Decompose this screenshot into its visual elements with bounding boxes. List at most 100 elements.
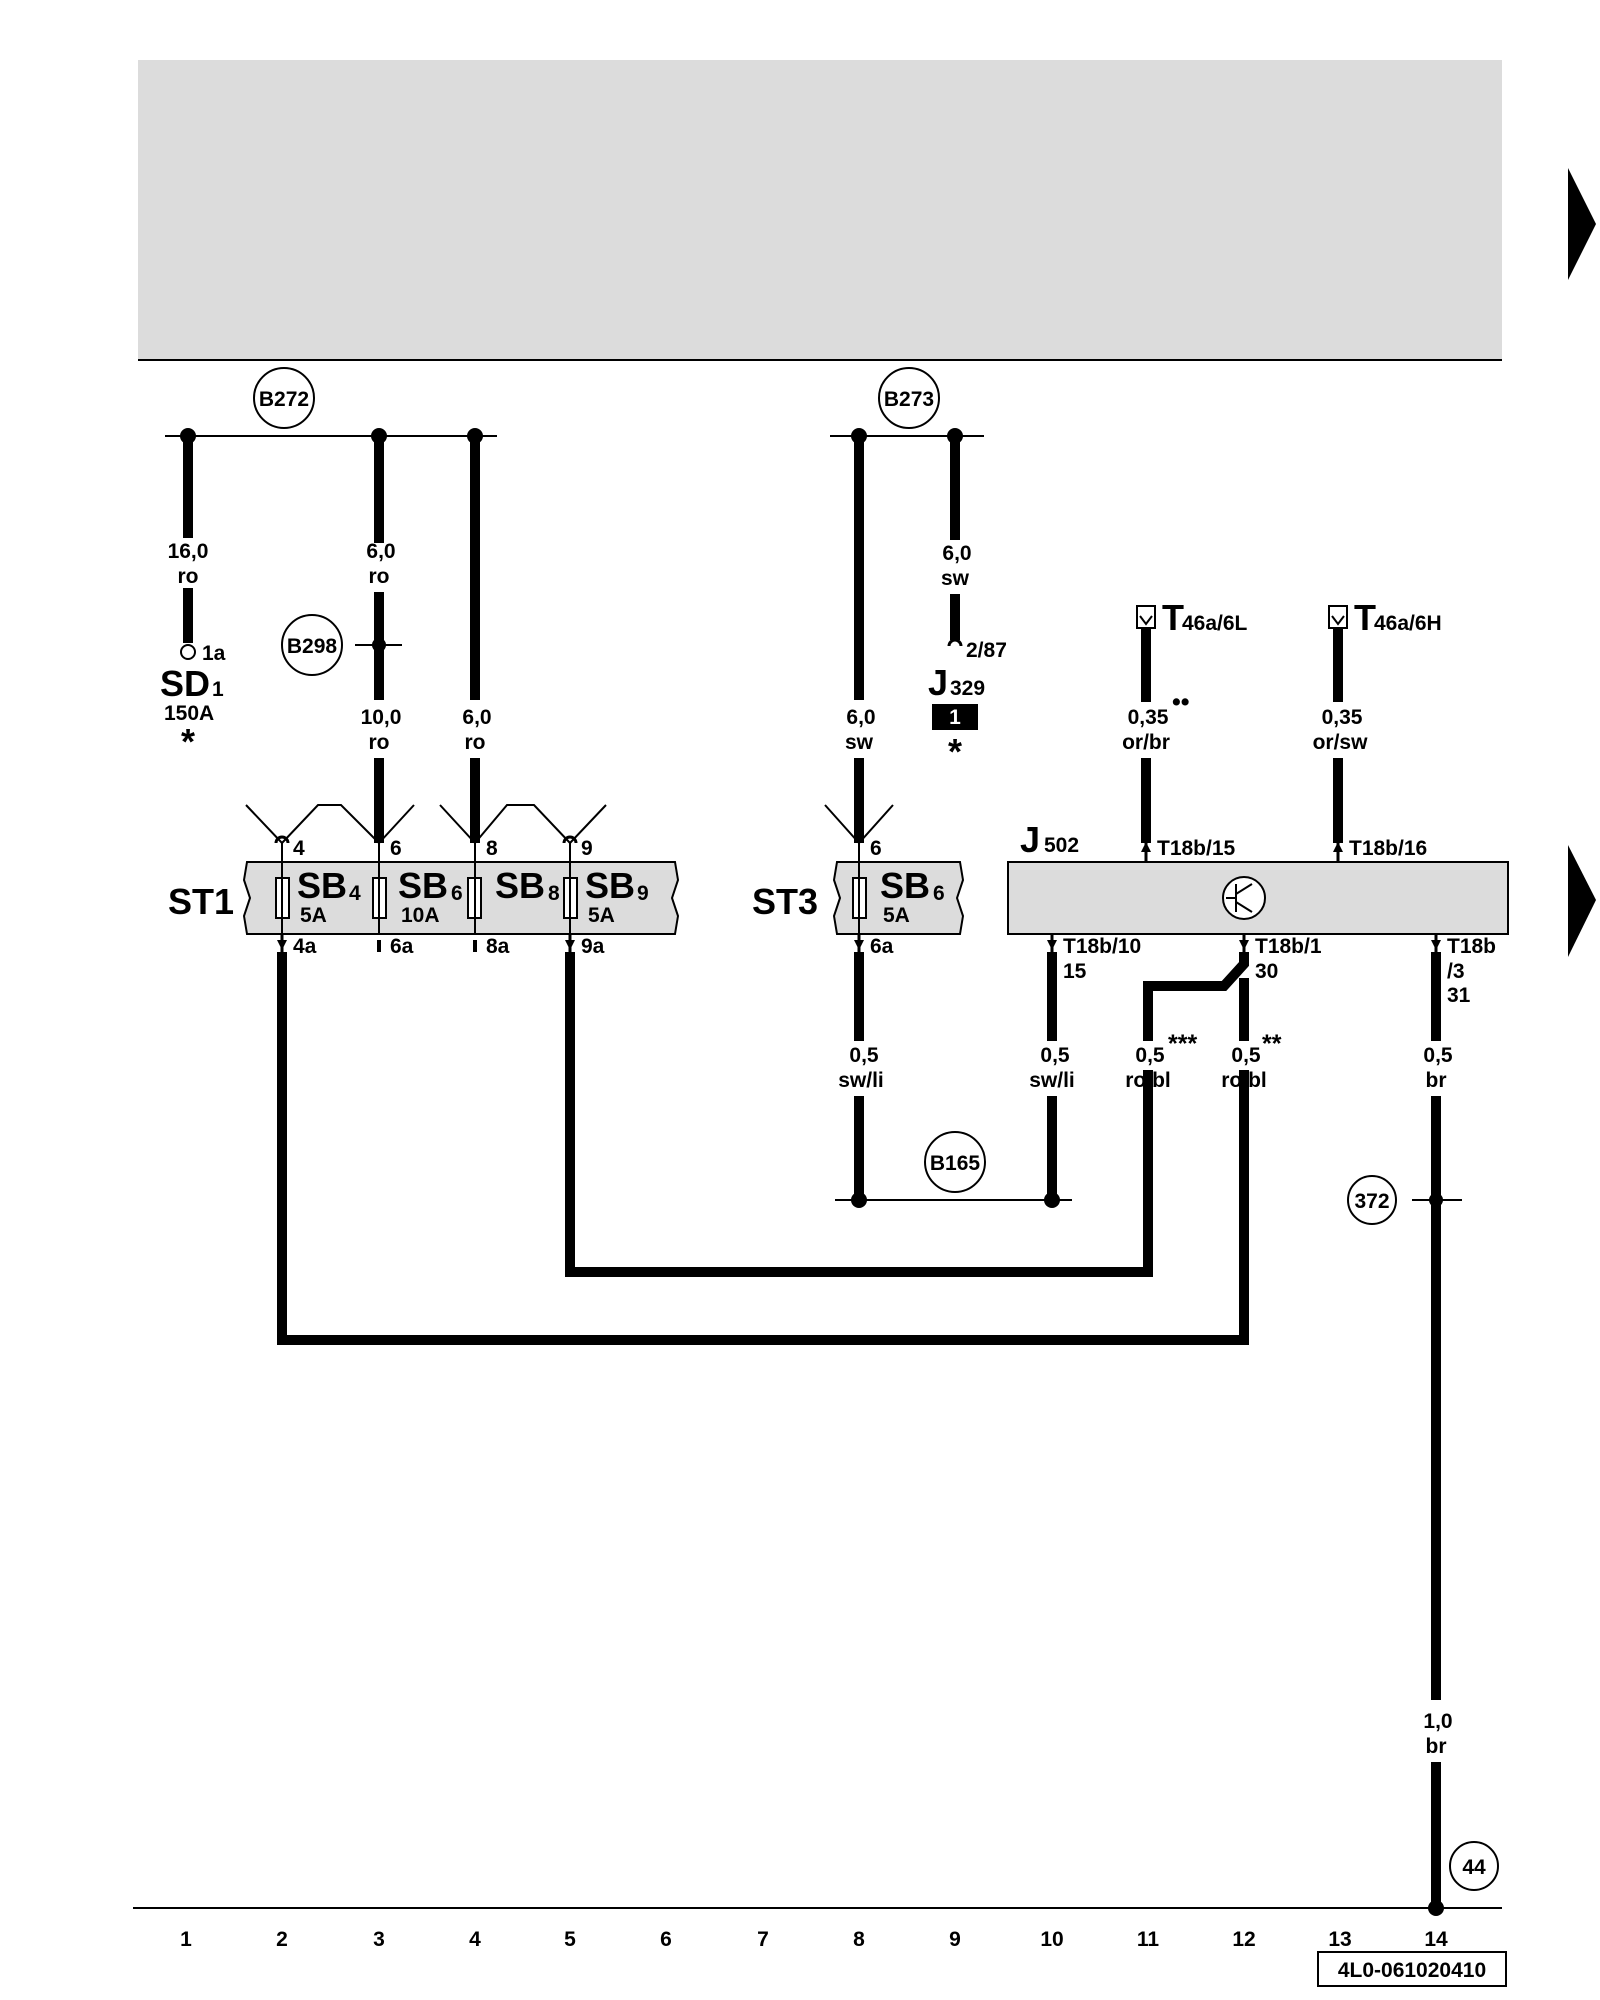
sb6-st3-name: SB: [880, 865, 930, 906]
wire-size-col4: 6,0: [462, 706, 491, 729]
column-number-14: 14: [1424, 1928, 1448, 1951]
st1-connector-arms: [245, 804, 415, 845]
j502-pin-15-arrow: [1141, 842, 1151, 852]
st3-pin-6-label: 6: [870, 837, 882, 860]
wire-4a-to-j502-30: [277, 952, 1249, 1345]
node-b165-8: [851, 1192, 867, 1208]
wire-size-col11-top: 0,35: [1128, 706, 1169, 729]
pin-t18b-1: T18b/1: [1255, 935, 1322, 958]
pin-6a-label: 6a: [390, 935, 414, 958]
wire-color-col11-top: or/br: [1122, 731, 1170, 754]
st1-pin-4a-arrow: [277, 940, 287, 950]
sd1-pin: 1a: [202, 642, 226, 665]
column-number-5: 5: [564, 1928, 576, 1951]
sd1-rating: 150A: [164, 702, 214, 725]
pin-9-label: 9: [581, 837, 593, 860]
wire-color-col14-top: br: [1426, 1069, 1447, 1092]
j502-pin-16-arrow: [1333, 842, 1343, 852]
column-number-11: 11: [1137, 1928, 1160, 1951]
column-number-6: 6: [660, 1928, 672, 1951]
connection-44-circle: [1449, 1841, 1499, 1891]
column-number-9: 9: [949, 1928, 961, 1951]
j502-name: J: [1020, 819, 1040, 860]
st1-pin-4-top: [274, 835, 290, 844]
j502-transistor-e: [1235, 901, 1253, 913]
j329-pin: 2/87: [966, 639, 1007, 662]
sb6-st3-rating: 5A: [883, 904, 910, 927]
wire-size-col8-top: 6,0: [846, 706, 875, 729]
t46a-6h-name: T: [1354, 597, 1376, 638]
column-number-7: 7: [757, 1928, 769, 1951]
t46a-6l-sub: 46a/6L: [1182, 612, 1248, 635]
doc-id-box: [1317, 1951, 1507, 1987]
st1-label: ST1: [168, 881, 234, 922]
wire-label-bg-col1: [160, 538, 216, 588]
header-band: [138, 60, 1502, 360]
wire-size-col1: 16,0: [168, 540, 209, 563]
wire-col11-jog: [1143, 952, 1249, 1041]
wire-color-col11-bottom: ro/bl: [1125, 1069, 1171, 1092]
wire-color-col8-top: sw: [845, 731, 874, 754]
doc-id: 4L0-061020410: [1338, 1959, 1486, 1982]
j502-transistor-c: [1235, 883, 1253, 895]
pin-4a-label: 4a: [293, 935, 317, 958]
continue-arrow-top[interactable]: [1568, 168, 1596, 280]
wire-color-col10: sw/li: [1029, 1069, 1075, 1092]
wire-color-col12: ro/bl: [1221, 1069, 1267, 1092]
connection-372-circle: [1347, 1175, 1397, 1225]
pin-9a-label: 9a: [581, 935, 605, 958]
j502-pin-3-arrow: [1431, 940, 1441, 950]
wire-color-col8-bottom: sw/li: [838, 1069, 884, 1092]
column-number-12: 12: [1232, 1928, 1255, 1951]
t46a-6h-sub: 46a/6H: [1374, 612, 1442, 635]
t46a-6h-connector-mark: [1331, 615, 1345, 626]
wire-size-col14-top: 0,5: [1423, 1044, 1453, 1067]
pin-t18b-3: T18b: [1447, 935, 1496, 958]
footnote-dots: ••: [1172, 688, 1190, 716]
st3-label: ST3: [752, 881, 818, 922]
column-number-13: 13: [1328, 1928, 1351, 1951]
wire-size-col13-top: 0,35: [1322, 706, 1363, 729]
wire-color-col1: ro: [178, 565, 199, 588]
wire-size-col9: 6,0: [942, 542, 971, 565]
wire-color-col14-bottom: br: [1426, 1735, 1447, 1758]
wire-color-col3-bottom: ro: [369, 731, 390, 754]
pin-t18b-1-term: 30: [1255, 960, 1278, 983]
j502-transistor-symbol: [1222, 876, 1266, 920]
pin-t18b-3-term: 31: [1447, 984, 1471, 1007]
connection-b273-circle: [878, 367, 940, 429]
sb6-rating: 10A: [401, 904, 440, 927]
pin-8a-label: 8a: [486, 935, 510, 958]
wire-size-col3-top: 6,0: [366, 540, 395, 563]
j502-pin-10-arrow: [1047, 940, 1057, 950]
column-number-3: 3: [373, 1928, 385, 1951]
pin-t18b-3-b: /3: [1447, 960, 1465, 983]
st1-connector-arms-2: [439, 804, 607, 845]
sb6-sub: 6: [451, 882, 463, 905]
j329-sub: 329: [950, 677, 985, 700]
sd1-mark: *: [181, 721, 195, 762]
pin-8-label: 8: [486, 837, 498, 860]
connection-b298-circle: [281, 614, 343, 676]
t46a-6l-name: T: [1162, 597, 1184, 638]
node-372: [1429, 1193, 1443, 1207]
pin-t18b-10: T18b/10: [1063, 935, 1141, 958]
pin-t18b-16: T18b/16: [1349, 837, 1427, 860]
st3-pin-6a-label: 6a: [870, 935, 894, 958]
wire-color-col13-top: or/sw: [1313, 731, 1369, 754]
sd1-sub: 1: [212, 678, 224, 701]
wire-size-col12: 0,5: [1231, 1044, 1261, 1067]
continue-arrow-mid[interactable]: [1568, 845, 1596, 957]
pin-t18b-10-term: 15: [1063, 960, 1087, 983]
j502-sub: 502: [1044, 834, 1079, 857]
column-number-4: 4: [469, 1928, 481, 1951]
node-b298: [372, 638, 386, 652]
connection-b272-label: B272: [259, 388, 309, 411]
pin-6-label: 6: [390, 837, 402, 860]
column-number-8: 8: [853, 1928, 865, 1951]
wire-size-col14-bottom: 1,0: [1423, 1710, 1452, 1733]
connection-44-label: 44: [1462, 1856, 1486, 1879]
sb9-sub: 9: [637, 882, 649, 905]
